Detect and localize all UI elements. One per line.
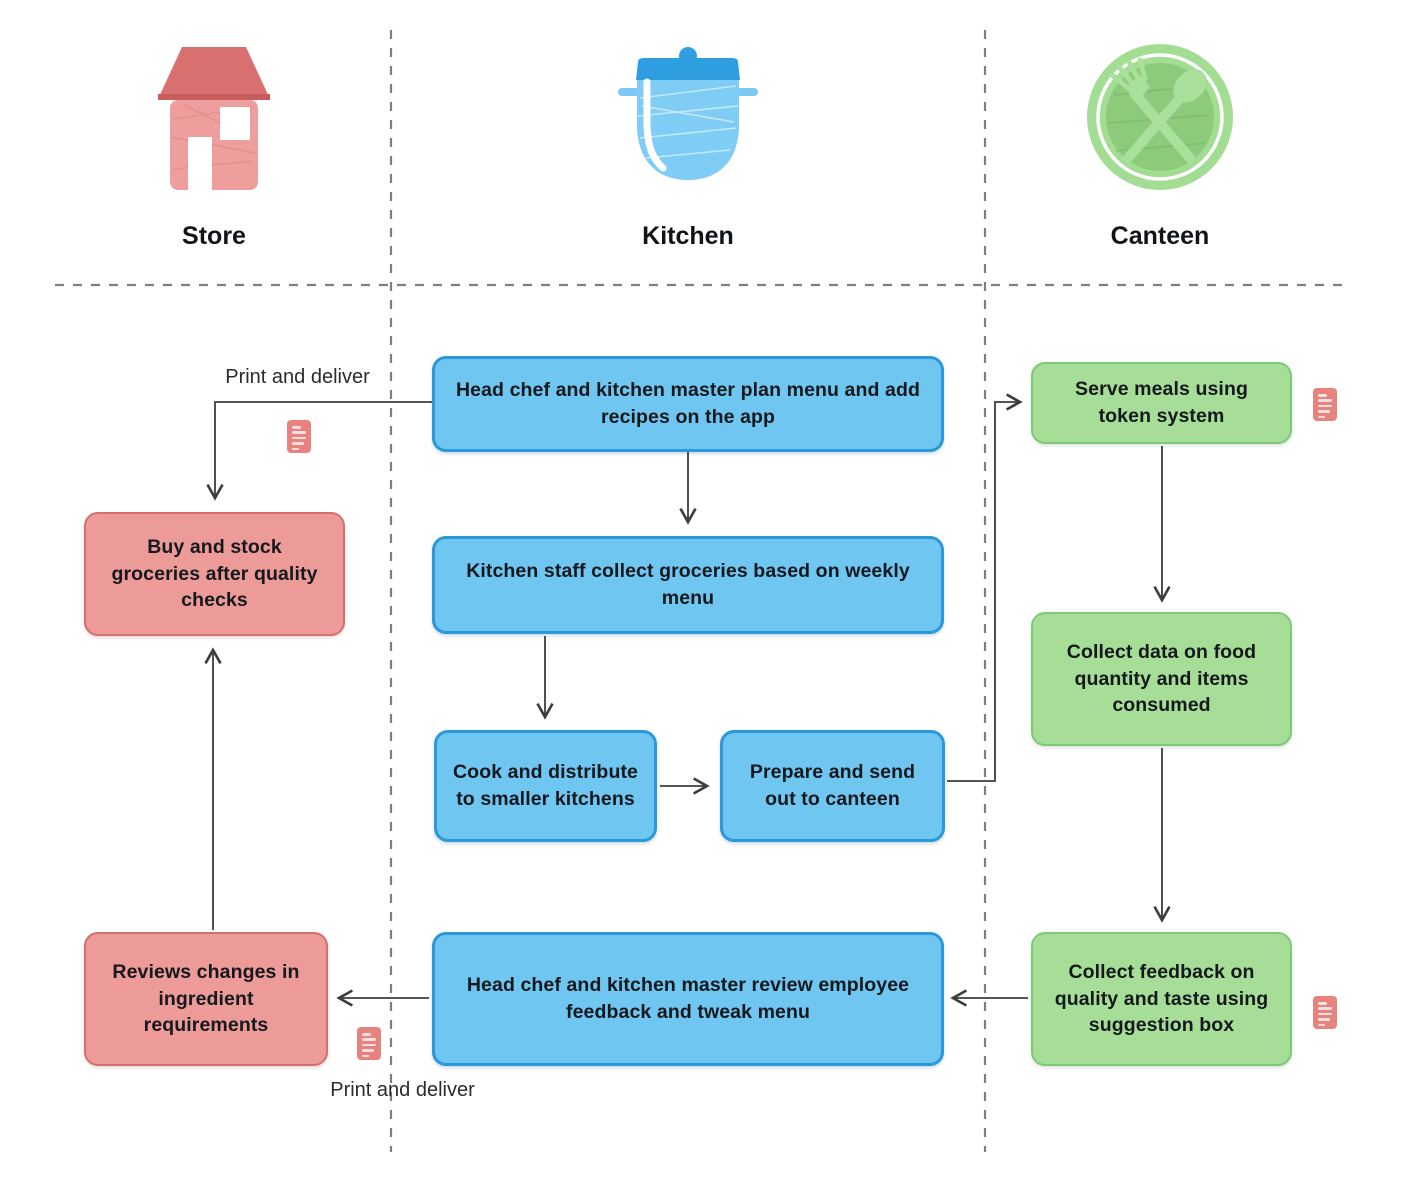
node-reviews-changes-label: Reviews changes in ingredient requiremen… xyxy=(112,960,300,1037)
node-collect-feedback: Collect feedback on quality and taste us… xyxy=(1031,932,1292,1066)
connector-plan-to-buystock xyxy=(206,401,432,501)
plate-cutlery-icon xyxy=(1084,26,1236,208)
node-cook-distribute: Cook and distribute to smaller kitchens xyxy=(434,730,657,842)
lane-header-canteen: Canteen xyxy=(1045,26,1275,251)
lane-header-store: Store xyxy=(99,26,329,251)
node-review-feedback: Head chef and kitchen master review empl… xyxy=(432,932,944,1066)
pot-icon xyxy=(618,26,758,208)
lane-label-store: Store xyxy=(182,222,246,250)
node-buy-stock: Buy and stock groceries after quality ch… xyxy=(84,512,345,636)
lane-label-canteen: Canteen xyxy=(1110,222,1210,250)
node-plan-menu-label: Head chef and kitchen master plan menu a… xyxy=(455,379,921,428)
note-print-and-deliver-top: Print and deliver xyxy=(225,366,370,388)
node-serve-meals-label: Serve meals using token system xyxy=(1075,378,1248,427)
note-print-and-deliver-bottom: Print and deliver xyxy=(330,1079,475,1101)
node-buy-stock-label: Buy and stock groceries after quality ch… xyxy=(111,535,318,612)
lane-label-kitchen: Kitchen xyxy=(642,222,734,250)
document-icon-collect-feedback xyxy=(1313,996,1337,1029)
house-icon xyxy=(144,26,284,208)
node-prepare-send-label: Prepare and send out to canteen xyxy=(749,761,916,810)
document-icon-top-left xyxy=(287,420,311,453)
connector-prepare-to-serve xyxy=(947,393,1023,782)
node-prepare-send: Prepare and send out to canteen xyxy=(720,730,945,842)
node-collect-groceries: Kitchen staff collect groceries based on… xyxy=(432,536,944,634)
node-reviews-changes: Reviews changes in ingredient requiremen… xyxy=(84,932,328,1066)
node-collect-groceries-label: Kitchen staff collect groceries based on… xyxy=(466,560,910,609)
node-plan-menu: Head chef and kitchen master plan menu a… xyxy=(432,356,944,452)
node-collect-feedback-label: Collect feedback on quality and taste us… xyxy=(1054,960,1269,1037)
node-review-feedback-label: Head chef and kitchen master review empl… xyxy=(466,974,910,1023)
node-collect-data-label: Collect data on food quantity and items … xyxy=(1066,640,1257,717)
node-cook-distribute-label: Cook and distribute to smaller kitchens xyxy=(453,761,638,810)
node-collect-data: Collect data on food quantity and items … xyxy=(1031,612,1292,746)
lane-header-kitchen: Kitchen xyxy=(573,26,803,251)
document-icon-serve-meals xyxy=(1313,388,1337,421)
node-serve-meals: Serve meals using token system xyxy=(1031,362,1292,444)
document-icon-bottom-left xyxy=(357,1027,381,1060)
